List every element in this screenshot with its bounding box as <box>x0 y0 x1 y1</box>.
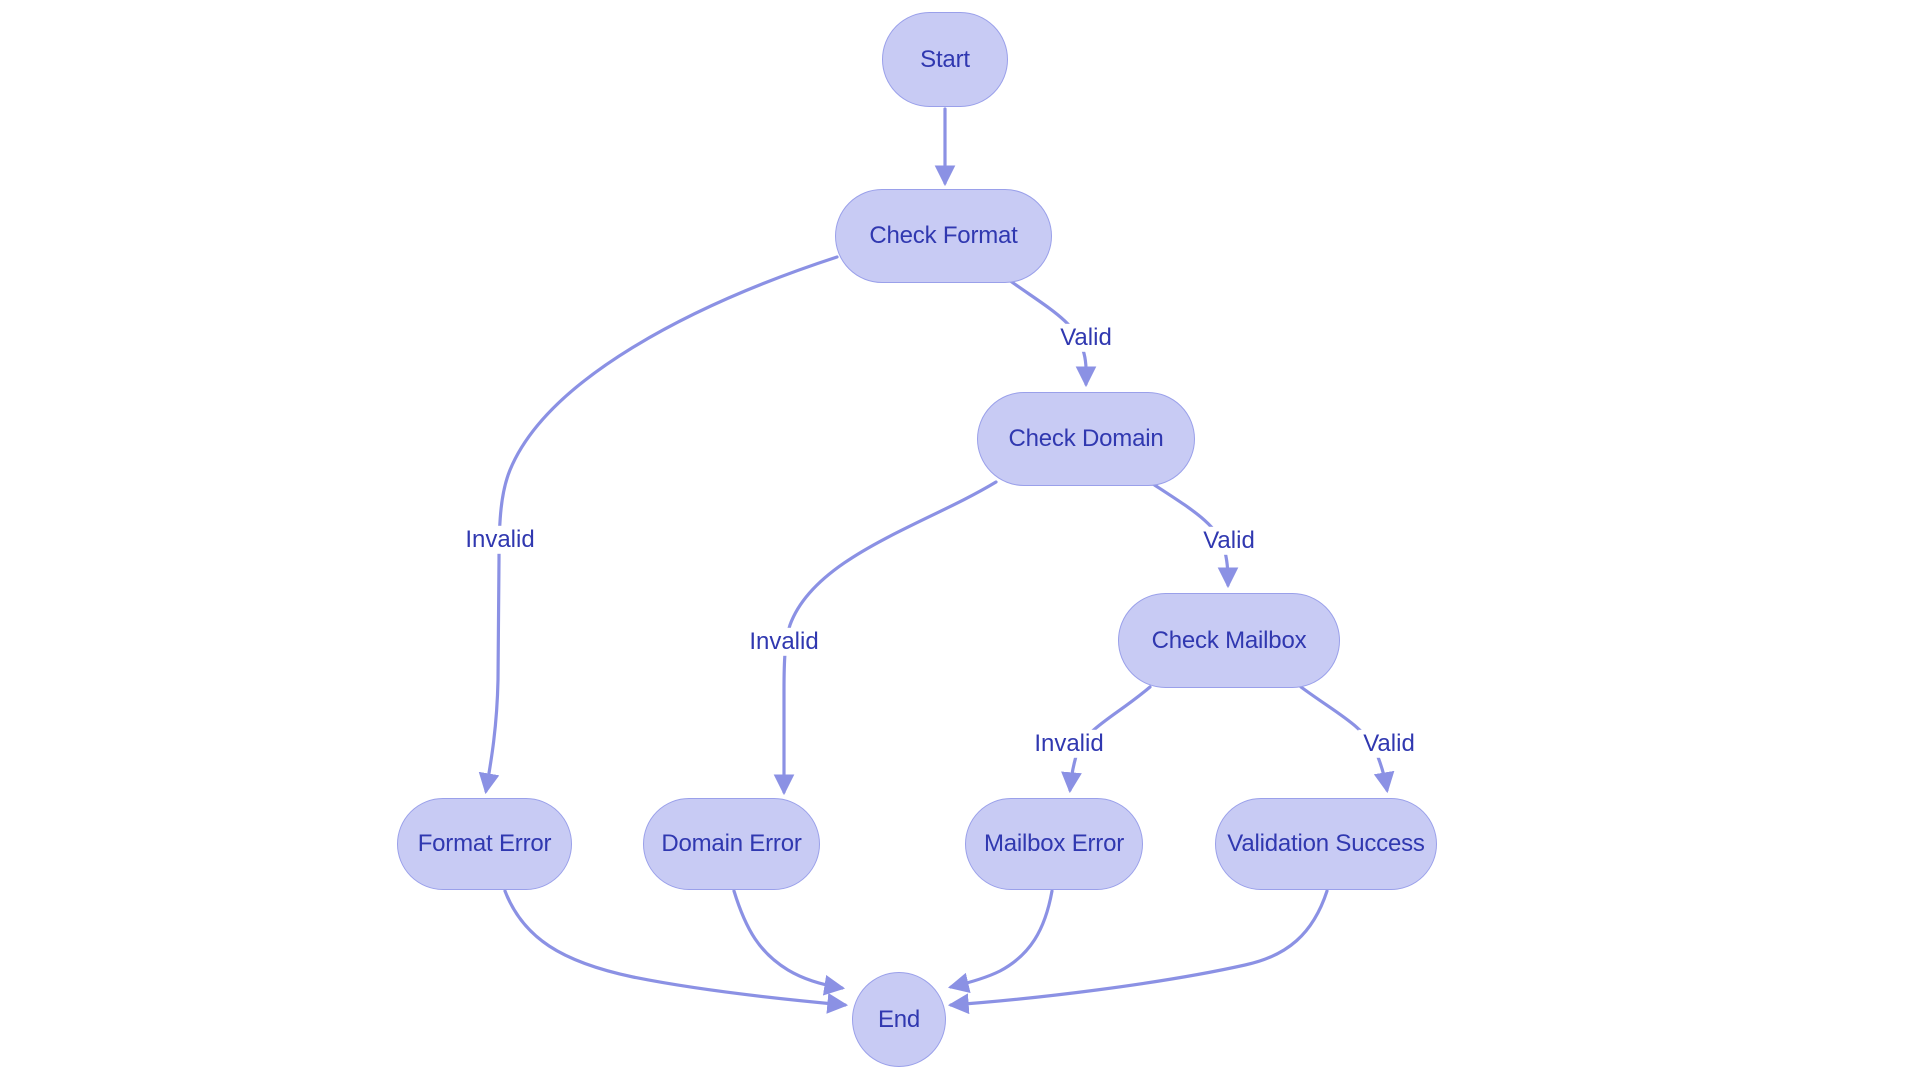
node-check-domain: Check Domain <box>977 392 1195 486</box>
node-check-mailbox-label: Check Mailbox <box>1151 626 1307 654</box>
edge-label-check-domain-valid: Valid <box>1198 526 1260 556</box>
node-mailbox-error-label: Mailbox Error <box>983 830 1125 857</box>
edge-validation-success-to-end <box>947 889 1329 1015</box>
node-domain-error-label: Domain Error <box>661 830 802 857</box>
edge-domain-error-to-end <box>732 889 846 996</box>
node-validation-success: Validation Success <box>1215 798 1437 890</box>
node-check-mailbox: Check Mailbox <box>1118 593 1340 688</box>
node-start-label: Start <box>920 45 970 73</box>
node-domain-error: Domain Error <box>643 798 820 890</box>
node-check-format: Check Format <box>835 189 1052 283</box>
node-check-format-label: Check Format <box>869 222 1018 249</box>
node-end: End <box>852 972 946 1067</box>
edge-check-domain-to-domain-error <box>773 480 998 796</box>
edge-label-check-mailbox-valid: Valid <box>1358 729 1420 759</box>
node-mailbox-error: Mailbox Error <box>965 798 1143 890</box>
node-end-label: End <box>877 1005 921 1033</box>
edge-label-check-format-invalid: Invalid <box>460 525 540 555</box>
edge-format-error-to-end <box>503 889 849 1014</box>
edge-mailbox-error-to-end <box>947 889 1054 994</box>
node-format-error: Format Error <box>397 798 572 890</box>
node-check-domain-label: Check Domain <box>1008 425 1164 452</box>
edge-label-check-format-valid: Valid <box>1055 323 1117 353</box>
node-validation-success-label: Validation Success <box>1227 830 1425 857</box>
node-start: Start <box>882 12 1008 107</box>
edge-check-format-to-format-error <box>478 255 839 795</box>
node-format-error-label: Format Error <box>417 830 552 857</box>
edge-label-check-domain-invalid: Invalid <box>744 627 824 657</box>
edge-label-check-mailbox-invalid: Invalid <box>1029 729 1109 759</box>
